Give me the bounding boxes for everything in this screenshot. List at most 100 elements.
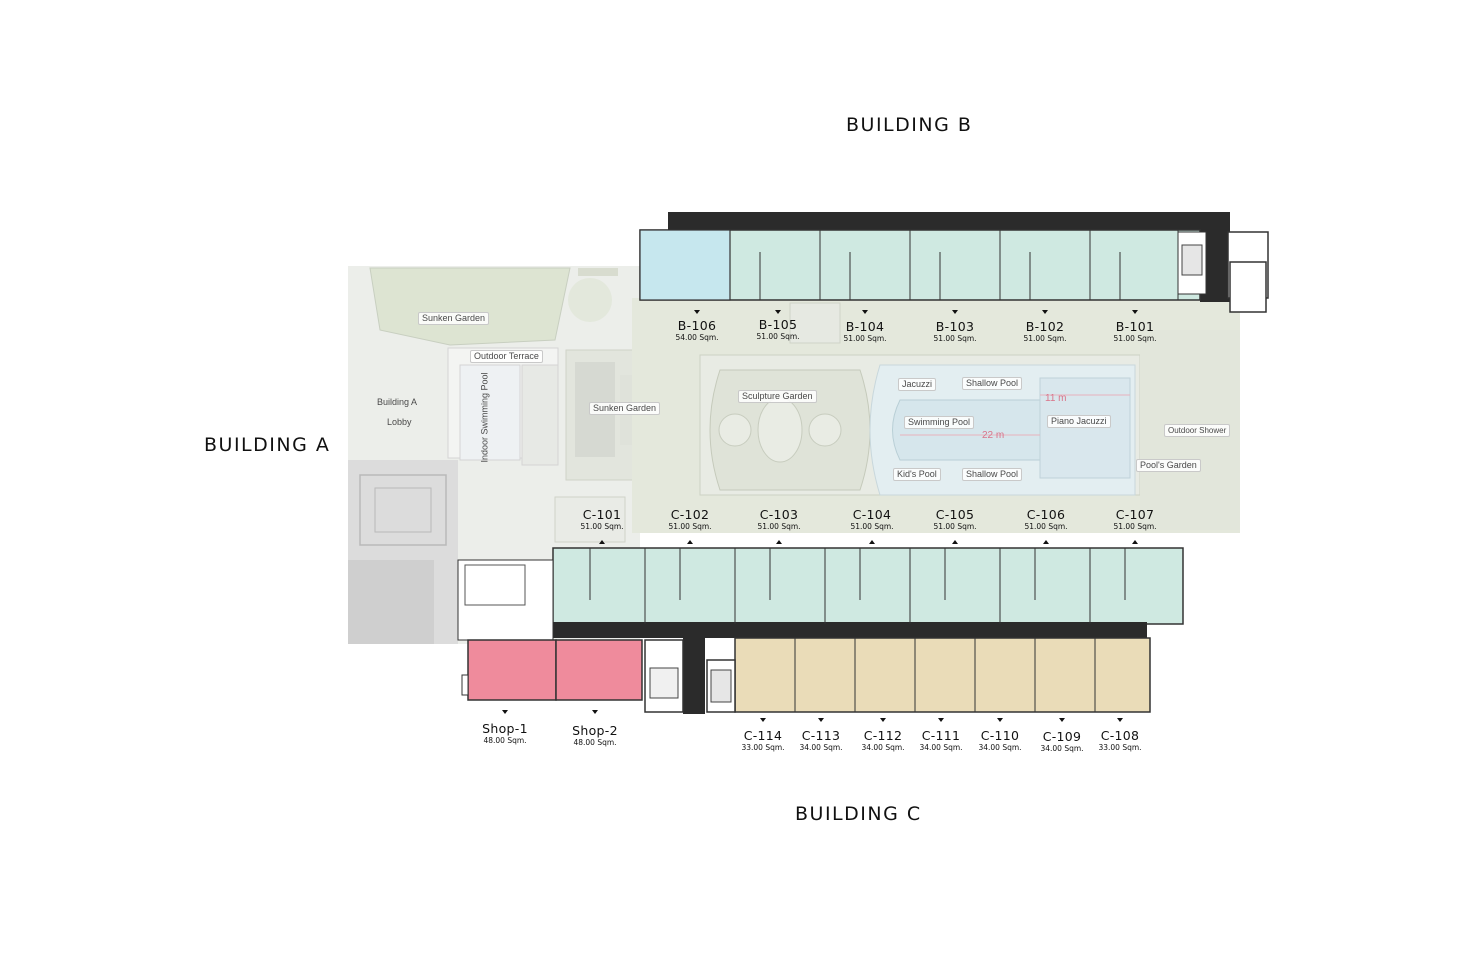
shop-area: 48.00 Sqm. [483,736,527,745]
unit-id: B-103 [935,319,975,334]
shop-id: Shop-1 [482,721,528,736]
unit-area: 51.00 Sqm. [933,334,977,343]
unit-area: 51.00 Sqm. [933,522,977,531]
label-jacuzzi: Jacuzzi [898,378,937,391]
dimension-22m: 22 m [982,430,1005,441]
unit-id: C-101 [582,507,622,522]
entry-arrow [1132,310,1138,314]
entry-arrow [599,540,605,544]
label-sunken-garden-top: Sunken Garden [418,312,490,325]
building-b-corridor [668,212,1230,230]
building-a-title: BUILDING A [204,434,331,456]
label-outdoor-terrace: Outdoor Terrace [470,350,543,363]
building-c-title: BUILDING C [795,803,922,825]
entry-arrow [776,540,782,544]
entry-arrow [1042,310,1048,314]
building-c-corridor [535,622,1147,638]
unit-area: 33.00 Sqm. [741,743,785,752]
label-lobby: Lobby [387,417,412,427]
label-outdoor-shower: Outdoor Shower [1164,424,1231,437]
entry-arrow [760,718,766,722]
unit-id: C-113 [801,728,841,743]
entry-arrow [880,718,886,722]
unit-id: B-102 [1025,319,1065,334]
building-b-units [639,229,1201,301]
entry-arrow [1059,718,1065,722]
label-indoor-pool: Indoor Swimming Pool [479,372,490,463]
label-kids-pool: Kid's Pool [893,468,941,481]
label-sculpture-garden: Sculpture Garden [738,390,817,403]
entry-arrow [862,310,868,314]
label-pools-garden: Pool's Garden [1136,459,1201,472]
outdoor-terrace-seats [521,364,559,466]
unit-id: C-109 [1042,729,1082,744]
entry-arrow [938,718,944,722]
unit-id: B-106 [677,318,717,333]
unit-area: 51.00 Sqm. [1113,334,1157,343]
entry-arrow [775,310,781,314]
unit-id: C-104 [852,507,892,522]
entry-arrow [1132,540,1138,544]
unit-area: 51.00 Sqm. [1113,522,1157,531]
unit-id: C-107 [1115,507,1155,522]
unit-area: 51.00 Sqm. [580,522,624,531]
building-c-upper-units [552,547,1184,625]
entry-arrow [592,710,598,714]
unit-id: C-110 [980,728,1020,743]
entry-arrow [869,540,875,544]
unit-area: 51.00 Sqm. [850,522,894,531]
unit-id: B-105 [758,317,798,332]
shop-1-shape [467,639,557,701]
shop-2-shape [555,639,643,701]
unit-id: C-112 [863,728,903,743]
entry-arrow [1117,718,1123,722]
label-sunken-garden-mid: Sunken Garden [589,402,661,415]
indoor-pool-block [459,364,521,461]
entry-arrow [687,540,693,544]
entry-arrow [1043,540,1049,544]
unit-area: 51.00 Sqm. [668,522,712,531]
entry-arrow [694,310,700,314]
entry-arrow [818,718,824,722]
unit-id: C-102 [670,507,710,522]
label-piano-jacuzzi: Piano Jacuzzi [1047,415,1111,428]
sunken-garden-top-shape [369,267,571,346]
unit-id: C-103 [759,507,799,522]
entry-arrow [502,710,508,714]
unit-id: B-101 [1115,319,1155,334]
unit-area: 34.00 Sqm. [1040,744,1084,753]
unit-area: 51.00 Sqm. [1023,334,1067,343]
unit-area: 51.00 Sqm. [756,332,800,341]
entry-arrow [997,718,1003,722]
unit-id: C-105 [935,507,975,522]
entry-arrow [952,310,958,314]
shop-area: 48.00 Sqm. [573,738,617,747]
unit-area: 33.00 Sqm. [1098,743,1142,752]
unit-area: 34.00 Sqm. [919,743,963,752]
shop-id: Shop-2 [572,723,618,738]
